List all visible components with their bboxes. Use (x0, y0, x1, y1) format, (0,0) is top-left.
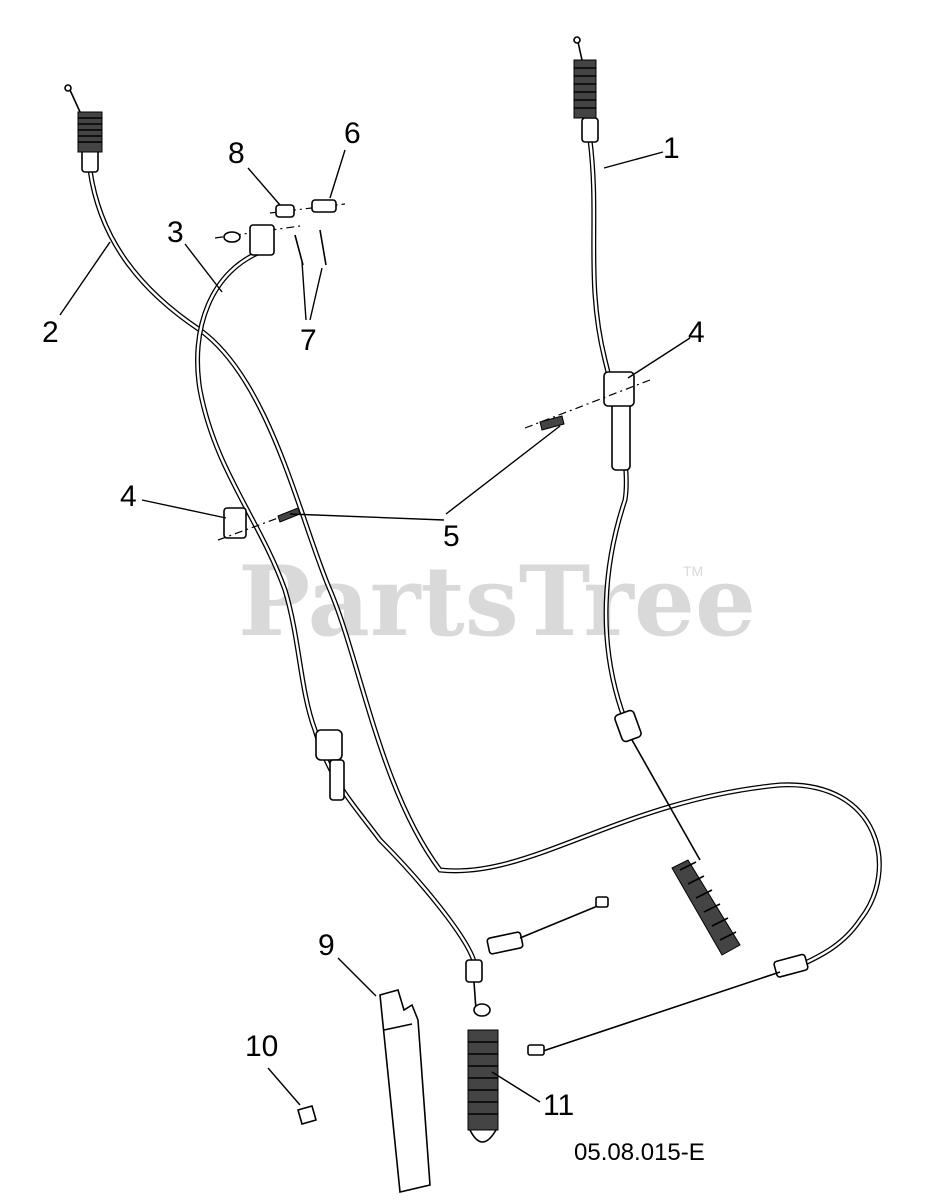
clip-4-right (524, 371, 651, 429)
part-11-spring (467, 1003, 499, 1143)
leader-lines (59, 149, 691, 1106)
callout-10: 10 (245, 1030, 278, 1063)
cable-end-assembly (486, 896, 609, 955)
cable-1-sleeve (611, 399, 631, 471)
callout-5: 5 (443, 520, 460, 553)
callout-2: 2 (42, 316, 59, 349)
cable-bracket (249, 224, 275, 256)
watermark-text: PartsTree (238, 545, 756, 658)
watermark-trademark: TM (683, 563, 703, 579)
callout-4-right: 4 (688, 316, 705, 349)
clip-4-left (217, 507, 301, 541)
screw-5-left (277, 507, 301, 523)
cable-1[interactable] (573, 36, 741, 956)
callout-8: 8 (228, 137, 245, 170)
cable-2[interactable] (64, 84, 882, 1056)
cable-1-extension-spring (671, 859, 741, 956)
cable-2-end-fitting (773, 953, 809, 978)
bolt-6 (311, 199, 337, 213)
callout-3: 3 (167, 216, 184, 249)
watermark: PartsTree TM (238, 545, 756, 658)
drawing-code: 05.08.015-E (574, 1139, 705, 1166)
cable-3-adjuster (315, 729, 343, 761)
callout-11: 11 (543, 1089, 574, 1122)
callout-1: 1 (663, 132, 680, 165)
cable-2-ferrule (81, 149, 99, 173)
part-9-cover (379, 989, 431, 1193)
callouts: 1 2 3 4 4 5 6 7 8 9 10 11 (42, 117, 705, 1122)
cable-3[interactable] (195, 247, 483, 1011)
screw-5-right (539, 415, 565, 431)
hardware-cluster (214, 199, 346, 266)
bolt-8 (275, 204, 295, 218)
part-10 (297, 1105, 317, 1125)
callout-4-left: 4 (120, 480, 137, 513)
callout-7: 7 (300, 324, 317, 357)
cable-1-spring (573, 59, 597, 119)
callout-6: 6 (344, 117, 361, 150)
callout-9: 9 (318, 929, 335, 962)
